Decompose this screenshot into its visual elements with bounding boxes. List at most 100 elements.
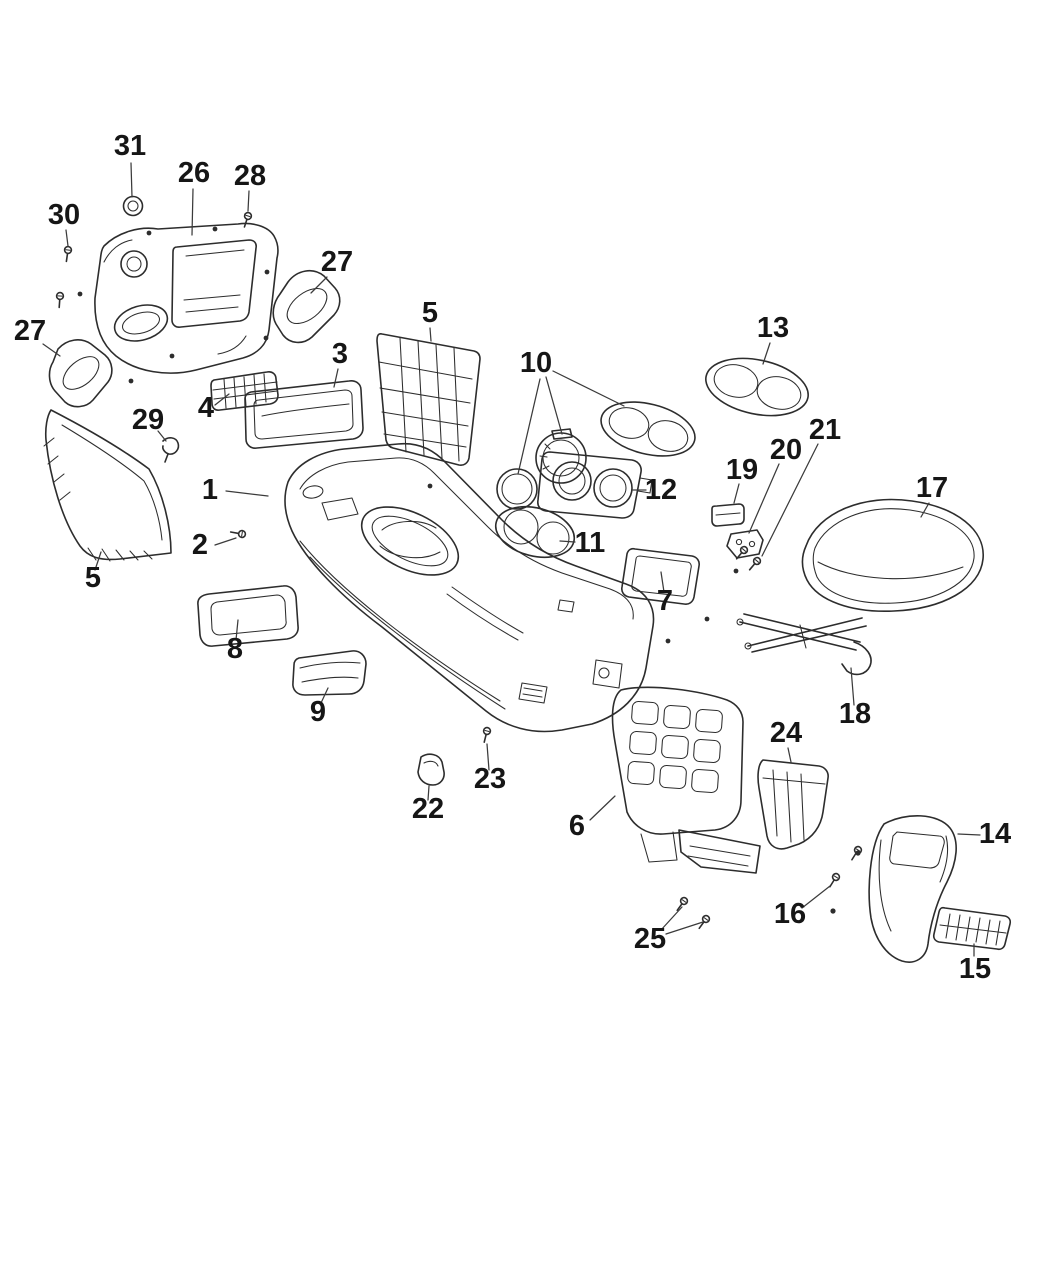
leader-line-27: [310, 276, 328, 294]
part-26-center-bezel: [94, 222, 279, 374]
part-10-cup-liner-ring: [600, 401, 696, 457]
leader-line-18: [850, 667, 855, 706]
leader-line-27: [42, 343, 61, 357]
callout-label-28: 28: [234, 160, 266, 192]
part-18-hinge-rails: [736, 613, 872, 676]
screw-icon: [229, 527, 247, 539]
part-7-rubber-mat: [621, 547, 700, 605]
part-13-cupholder-bezel: [705, 357, 809, 417]
part-15-rear-tray: [932, 906, 1012, 951]
callout-label-23: 23: [474, 763, 506, 795]
callout-label-22: 22: [412, 793, 444, 825]
callout-label-19: 19: [726, 454, 758, 486]
leader-line-5: [429, 327, 432, 342]
callout-label-26: 26: [178, 157, 210, 189]
callout-label-27: 27: [321, 246, 353, 278]
part-19-latch: [711, 503, 745, 527]
callout-label-12: 12: [645, 474, 677, 506]
leader-line-1: [225, 490, 269, 497]
callout-label-3: 3: [332, 338, 348, 370]
leader-line-8: [235, 619, 239, 641]
callout-label-24: 24: [770, 717, 802, 749]
callout-label-7: 7: [657, 585, 673, 617]
part-5-mesh-panel: [376, 333, 481, 466]
part-14-rear-trim-panel: [868, 814, 957, 963]
screw-icon: [746, 555, 763, 573]
leader-line-25: [660, 906, 683, 931]
leader-line-20: [748, 463, 780, 534]
leader-line-9: [320, 687, 329, 704]
part-11-cupholder-opening: [494, 505, 576, 559]
diagram-artwork: [43, 195, 1012, 963]
part-31-grommet: [122, 195, 144, 217]
part-1-console-body: [284, 442, 655, 733]
part-27-vent-bezel-right: [272, 269, 341, 344]
screw-icon: [240, 210, 254, 229]
callout-label-5: 5: [85, 562, 101, 594]
callout-label-2: 2: [192, 529, 208, 561]
callout-label-15: 15: [959, 953, 991, 985]
leader-line-16: [801, 885, 831, 909]
screw-icon: [673, 895, 690, 914]
leader-line-11: [559, 540, 576, 543]
part-8-shifter-bezel: [197, 585, 299, 647]
callout-label-25: 25: [634, 923, 666, 955]
part-4-mesh-insert: [210, 371, 279, 411]
leader-line-21: [761, 443, 819, 557]
leader-line-30: [65, 229, 69, 247]
callout-label-29: 29: [132, 404, 164, 436]
callout-label-11: 11: [575, 527, 606, 559]
part-12-cupholder-insert: [537, 451, 653, 519]
leader-line-31: [130, 162, 133, 198]
callout-label-27: 27: [14, 315, 46, 347]
part-5-side-trim-panel: [43, 409, 172, 562]
callout-label-18: 18: [839, 698, 871, 730]
part-17-armrest-lid: [801, 498, 984, 613]
leader-line-29: [157, 430, 167, 442]
part-3-storage-tray: [244, 380, 364, 449]
leader-line-17: [920, 502, 930, 518]
part-24-support-bracket: [757, 759, 829, 850]
leader-line-24: [787, 747, 792, 763]
leader-line-13: [762, 342, 771, 365]
part-22-plug-cap: [417, 753, 445, 786]
callout-label-21: 21: [809, 414, 841, 446]
callout-label-5: 5: [422, 297, 438, 329]
screw-icon: [480, 726, 492, 744]
part-6-rear-console-bracket: [611, 686, 761, 874]
callout-label-4: 4: [198, 392, 214, 424]
leader-line-25: [665, 921, 704, 935]
leader-line-10: [552, 370, 625, 407]
screw-icon: [695, 913, 712, 932]
part-20-bracket: [726, 529, 764, 559]
callout-label-16: 16: [774, 898, 806, 930]
leader-line-6: [589, 795, 616, 821]
screw-icon: [62, 245, 73, 263]
part-27-vent-bezel-left: [48, 339, 113, 408]
callout-leaders: [42, 162, 981, 957]
leader-line-10: [545, 376, 563, 435]
callout-label-30: 30: [48, 199, 80, 231]
leader-line-3: [333, 368, 339, 388]
leader-line-23: [486, 743, 490, 771]
callout-label-10: 10: [520, 347, 552, 379]
callout-label-13: 13: [757, 312, 789, 344]
leader-line-4: [214, 393, 230, 406]
callout-label-9: 9: [310, 696, 326, 728]
leader-line-14: [957, 833, 981, 836]
fasteners: [55, 210, 864, 932]
callout-label-14: 14: [979, 818, 1011, 850]
callout-label-6: 6: [569, 810, 585, 842]
leader-line-2: [214, 537, 237, 546]
screw-icon: [733, 544, 750, 562]
leader-line-26: [191, 188, 194, 236]
leader-line-28: [247, 190, 250, 212]
screw-icon: [55, 291, 65, 309]
callout-label-1: 1: [202, 474, 218, 506]
leader-line-10: [517, 378, 541, 475]
leader-line-7: [660, 571, 665, 593]
callout-label-20: 20: [770, 434, 802, 466]
